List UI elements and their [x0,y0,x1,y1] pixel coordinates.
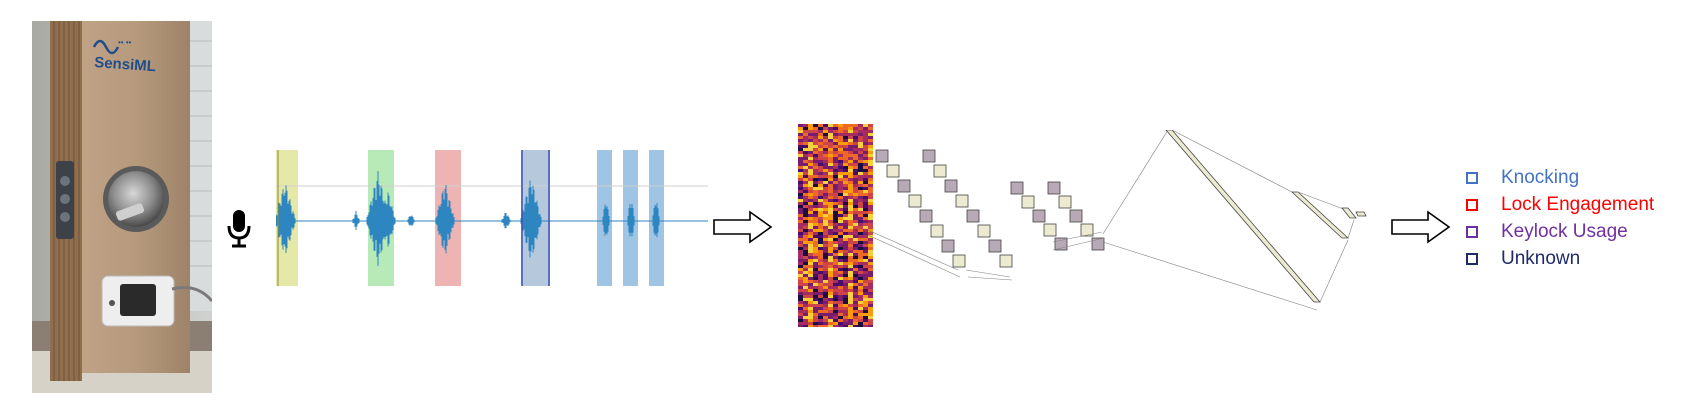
connection-line [967,276,1013,281]
spectrogram-image [798,124,873,328]
feature-map [1047,181,1061,195]
connection-line [1052,237,1105,251]
dense-layer [1165,129,1321,303]
dense-layer [1290,191,1350,239]
feature-map [1058,195,1072,209]
feature-map [1010,181,1024,195]
cnn-architecture-diagram [867,129,1388,335]
feature-map [988,239,1002,253]
connection-line [1102,241,1318,311]
right-arrow-icon [713,210,773,244]
sensiml-logo: SensiML [94,54,157,75]
feature-map [875,149,889,163]
legend-label: Unknown [1501,248,1581,269]
connection-line [1052,231,1103,243]
legend-item-lock-engagement: Lock Engagement [1466,191,1654,218]
feature-map [941,239,955,253]
legend-item-unknown: Unknown [1466,245,1654,272]
connection-line [1347,219,1355,239]
connection-line [867,229,959,271]
device-photo: •• •• SensiML [32,21,212,393]
feature-map [966,209,980,223]
audio-waveform [274,150,708,300]
class-legend: Knocking Lock Engagement Keylock Usage U… [1466,164,1654,272]
legend-label: Keylock Usage [1501,221,1628,242]
checkbox-icon [1466,198,1478,211]
connection-line [965,269,1011,278]
feature-map [908,194,922,208]
feature-map [1069,209,1083,223]
dense-layer [1341,207,1357,219]
legend-item-knocking: Knocking [1466,164,1654,191]
feature-map [977,224,991,238]
feature-map [955,194,969,208]
feature-map [999,254,1013,268]
connection-line [1319,239,1349,303]
checkbox-icon [1466,225,1478,238]
feature-map [1032,209,1046,223]
spectrogram-cells [798,124,873,328]
feature-map [1043,223,1057,237]
connection-line [1171,129,1293,193]
feature-map [944,179,958,193]
logo-subtext: •• •• [118,38,132,47]
legend-label: Knocking [1501,167,1580,188]
feature-map [952,254,966,268]
feature-map [933,164,947,178]
feature-map [1091,237,1105,251]
feature-map [930,224,944,238]
connection-line [1102,129,1169,235]
right-arrow-icon [1391,210,1451,244]
checkbox-icon [1466,252,1478,265]
connection-line [1297,191,1347,211]
legend-label: Lock Engagement [1501,194,1655,215]
microphone-icon [226,209,252,249]
feature-map [897,179,911,193]
output-layer [1355,211,1367,217]
legend-item-keylock-usage: Keylock Usage [1466,218,1654,245]
connection-line [867,234,961,278]
feature-map [1021,195,1035,209]
feature-map [886,164,900,178]
feature-map [1080,223,1094,237]
feature-map [919,209,933,223]
checkbox-icon [1466,171,1478,184]
feature-map [922,149,936,163]
